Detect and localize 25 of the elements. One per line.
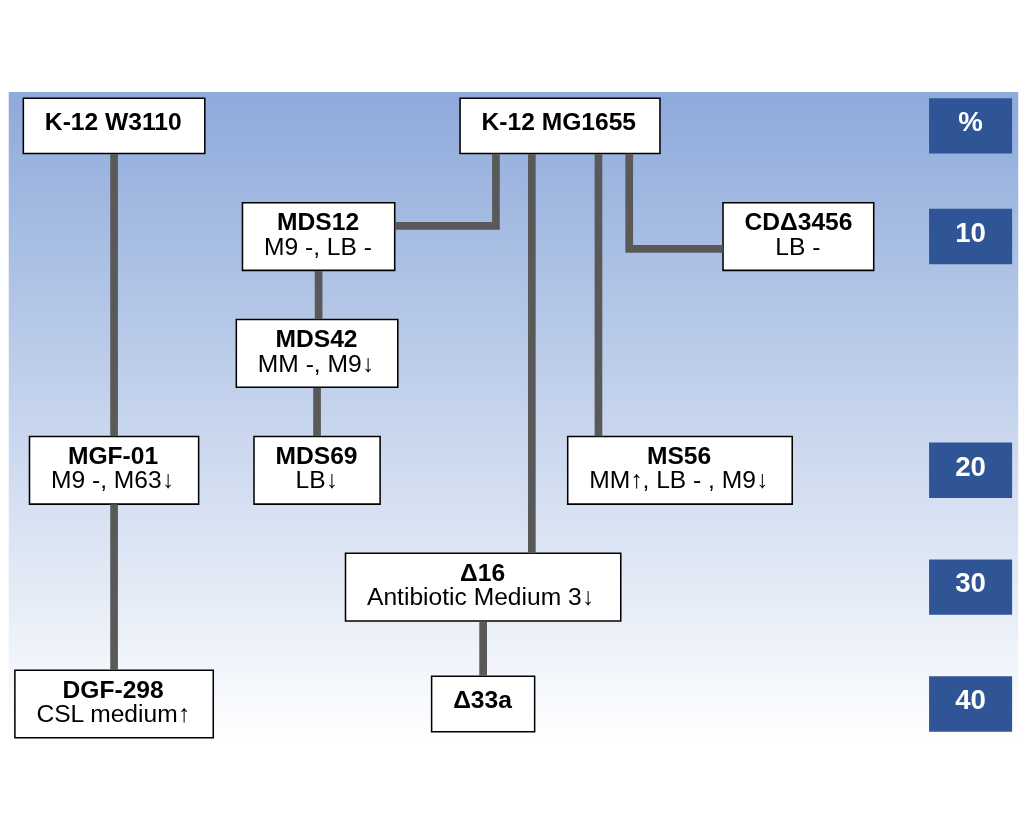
label: 40	[955, 684, 986, 716]
connector	[479, 621, 487, 676]
node-box: MDS69 LB↓	[253, 435, 381, 505]
connector	[528, 154, 536, 554]
node-box: DGF-298 CSL medium↑	[14, 669, 215, 739]
label: %	[958, 106, 983, 138]
node-box: Δ16 Antibiotic Medium 3↓	[344, 552, 622, 622]
node-box: Δ33a	[430, 675, 536, 733]
connector	[625, 153, 723, 253]
node-box: K-12 MG1655	[459, 97, 661, 155]
node-box: MDS42 MM -, M9↓	[235, 318, 399, 388]
node-box: MS56 MM↑, LB - , M9↓	[566, 435, 793, 505]
connector	[313, 387, 321, 437]
label: 20	[955, 450, 986, 482]
connector	[594, 154, 603, 437]
node-box: MGF-01 M9 -, M63↓	[28, 435, 200, 505]
connector	[110, 154, 118, 437]
connector	[110, 504, 118, 670]
node-box: K-12 W3110	[22, 97, 206, 155]
connector	[314, 271, 323, 320]
node-box: MDS12 M9 -, LB -	[241, 201, 396, 272]
node-box: CDΔ3456 LB -	[722, 201, 875, 272]
connector	[394, 153, 500, 230]
label: 10	[955, 216, 986, 248]
label: 30	[955, 567, 986, 599]
